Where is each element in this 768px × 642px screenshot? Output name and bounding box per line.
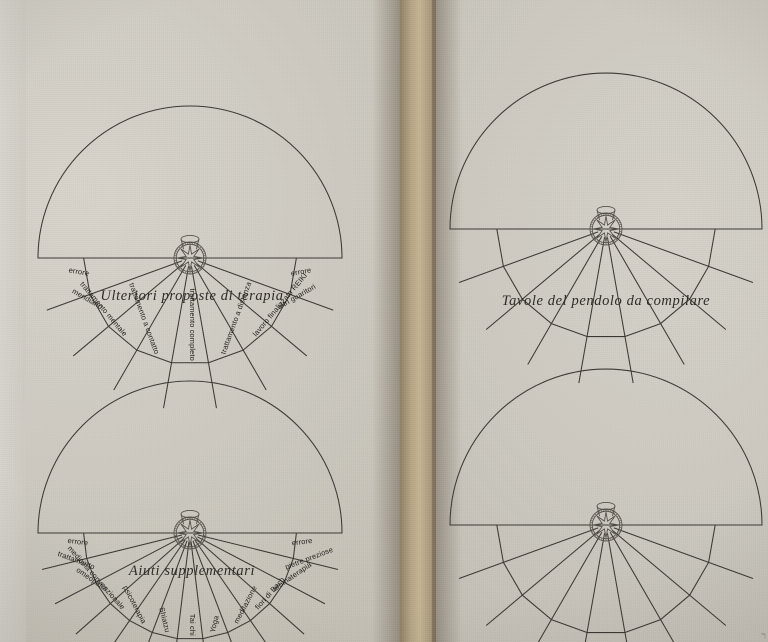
fan-segment-label: Tai chi xyxy=(188,614,197,636)
fan-chart-blank-bottom xyxy=(449,368,763,642)
pendulum-hub xyxy=(589,205,623,246)
pendulum-hub xyxy=(589,501,623,542)
caption-tavole-del-pendolo: Tavole del pendolo da compilare xyxy=(501,293,711,309)
page-corner-marking: ר xyxy=(761,631,766,642)
book-gutter xyxy=(400,0,436,642)
left-page xyxy=(0,0,404,642)
fan-segment-label: errore xyxy=(291,536,313,547)
caption-ulteriori-proposte: Ulteriori proposte di terapia xyxy=(100,288,284,304)
caption-aiuti-supplementari: Aiuti supplementari xyxy=(128,563,256,579)
figure-tavole-del-pendolo-da-compilare xyxy=(446,52,766,384)
figure-tavole-del-pendolo-da-compilare-2 xyxy=(446,348,766,642)
pendulum-hub xyxy=(173,234,207,275)
fan-segment-label: trattamento completo xyxy=(188,288,197,360)
page-outer-edge xyxy=(0,0,26,642)
fan-segment-label: errore xyxy=(290,265,312,277)
pendulum-hub xyxy=(173,509,207,550)
fan-chart-blank-top xyxy=(449,72,763,384)
gutter-shadow-right xyxy=(432,0,462,642)
fan-segment-label: errore xyxy=(68,265,90,277)
fan-segment-label: errore xyxy=(67,536,89,547)
fan-segment-label: Yoga xyxy=(208,614,221,634)
